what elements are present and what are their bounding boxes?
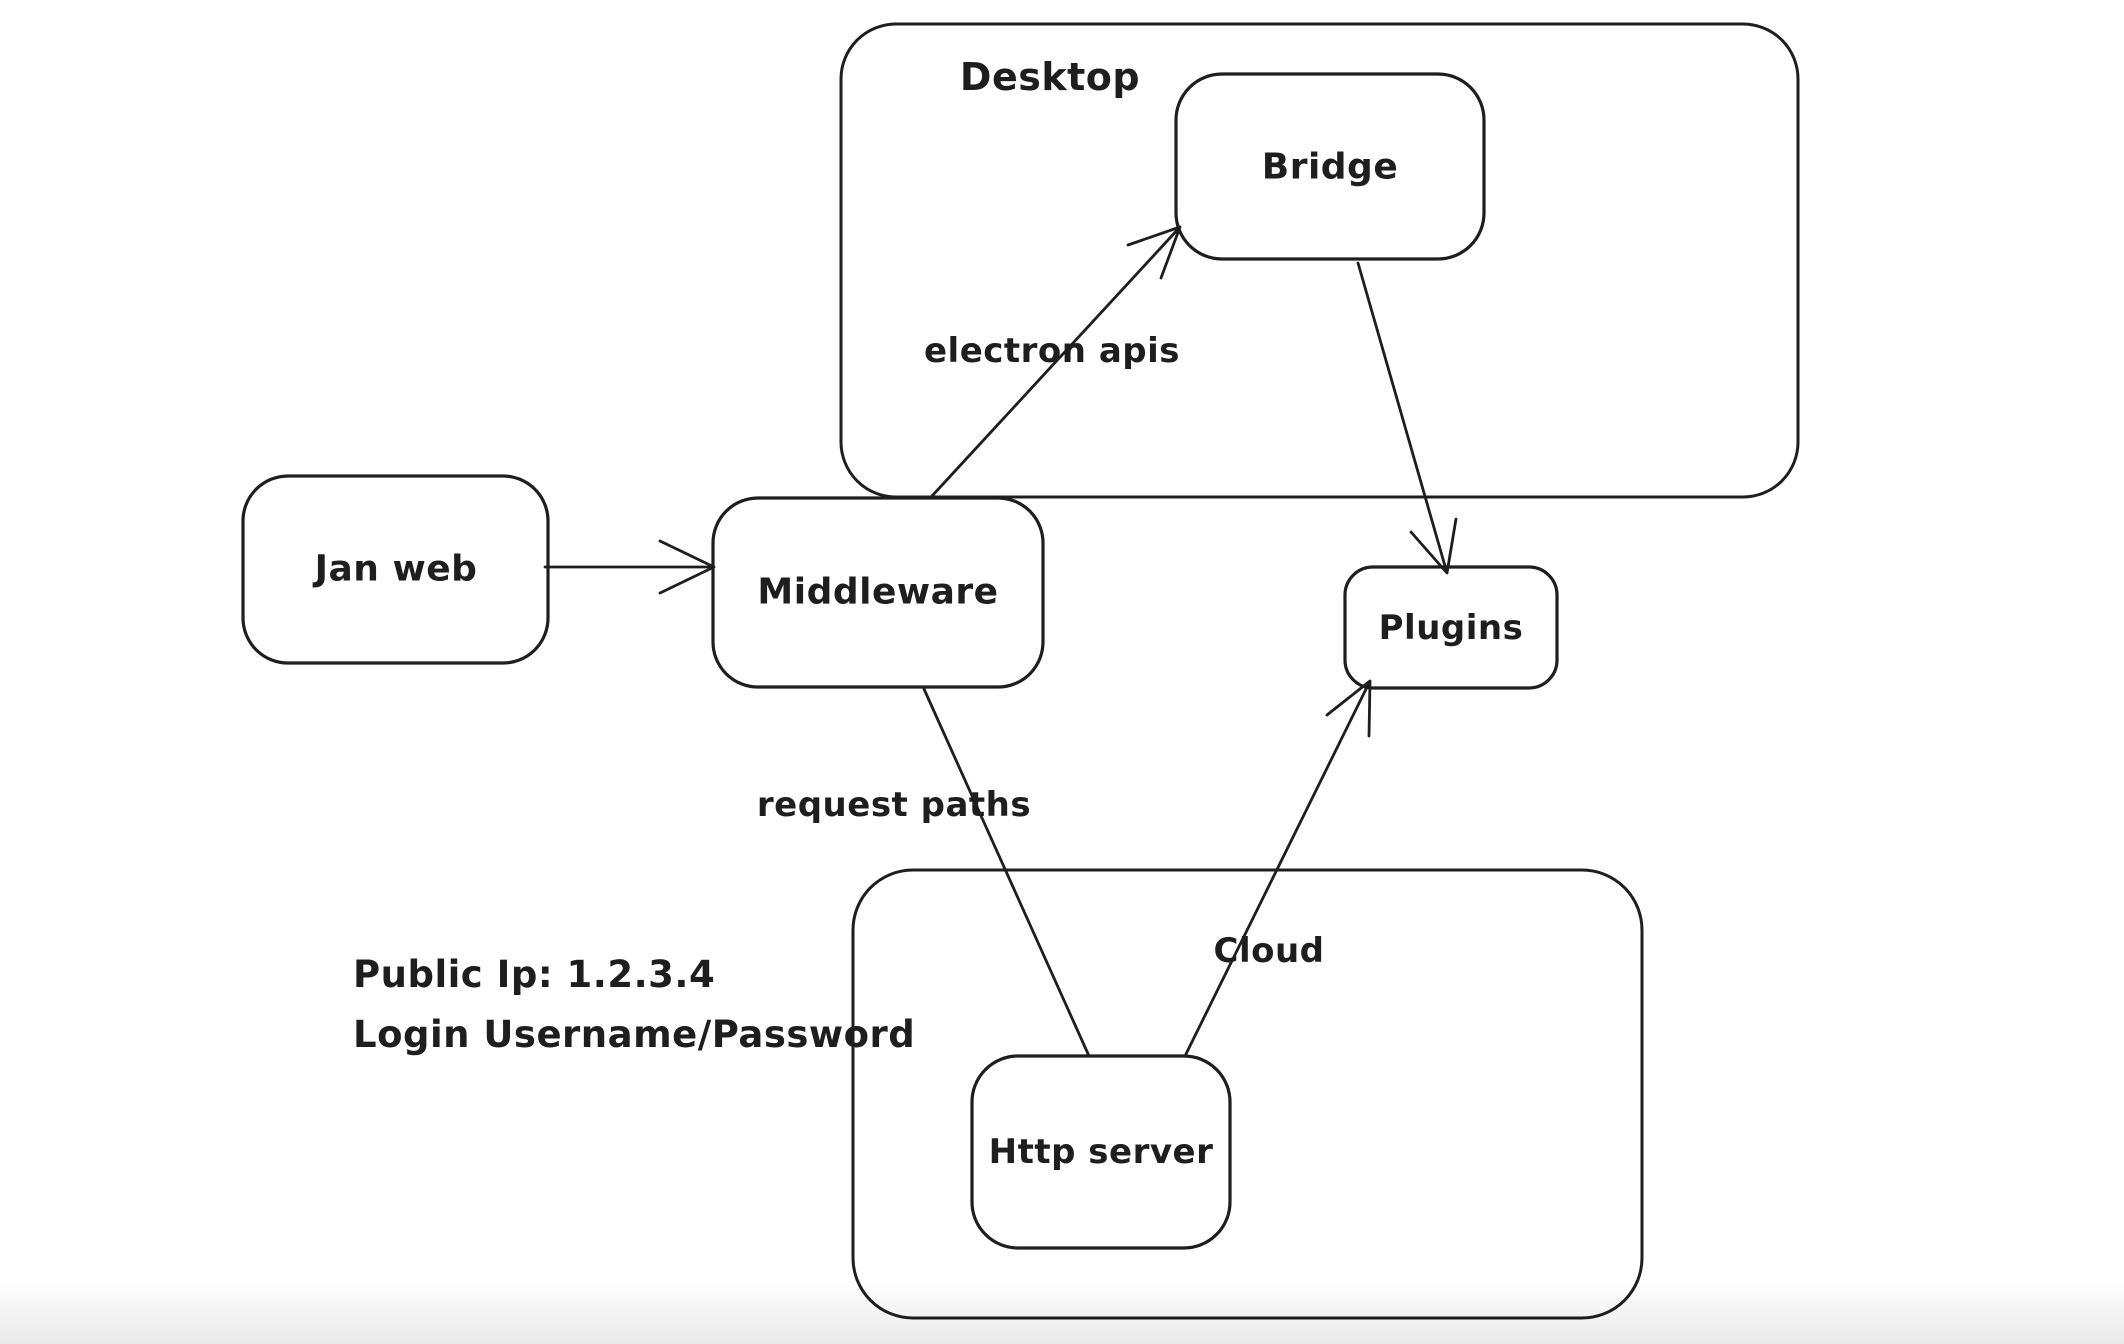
edge-middleware-to-bridge[interactable] <box>930 225 1182 498</box>
edge-middleware-to-http-server[interactable] <box>922 687 1091 1058</box>
cloud-container-label[interactable]: Cloud <box>1213 931 1325 971</box>
http-server-node[interactable] <box>970 1054 1232 1250</box>
edge-label-request-paths[interactable]: request paths <box>756 785 1032 825</box>
bridge-node[interactable] <box>1174 72 1486 261</box>
plugins-node-label[interactable]: Plugins <box>1378 608 1524 648</box>
middleware-node-label[interactable]: Middleware <box>757 571 999 613</box>
desktop-container[interactable] <box>839 22 1800 499</box>
http-server-node-label[interactable]: Http server <box>988 1132 1214 1172</box>
credentials-note-line1: Public Ip: 1.2.3.4 <box>353 953 716 996</box>
cloud-container[interactable] <box>851 868 1644 1320</box>
credentials-note-line2: Login Username/Password <box>353 1013 916 1056</box>
bridge-node-label[interactable]: Bridge <box>1261 146 1399 188</box>
jan-web-node-label[interactable]: Jan web <box>314 548 478 590</box>
edge-jan-web-to-middleware[interactable] <box>543 539 716 595</box>
edge-http-server-to-plugins[interactable] <box>1184 679 1372 1056</box>
plugins-node[interactable] <box>1343 565 1559 690</box>
edge-label-electron-apis[interactable]: electron apis <box>923 331 1181 371</box>
jan-web-node[interactable] <box>241 474 550 665</box>
desktop-container-label[interactable]: Desktop <box>959 55 1141 99</box>
middleware-node[interactable] <box>711 496 1045 689</box>
edge-bridge-to-plugins[interactable] <box>1356 261 1458 575</box>
credentials-note[interactable]: Public Ip: 1.2.3.4 Login Username/Passwo… <box>353 945 915 1065</box>
